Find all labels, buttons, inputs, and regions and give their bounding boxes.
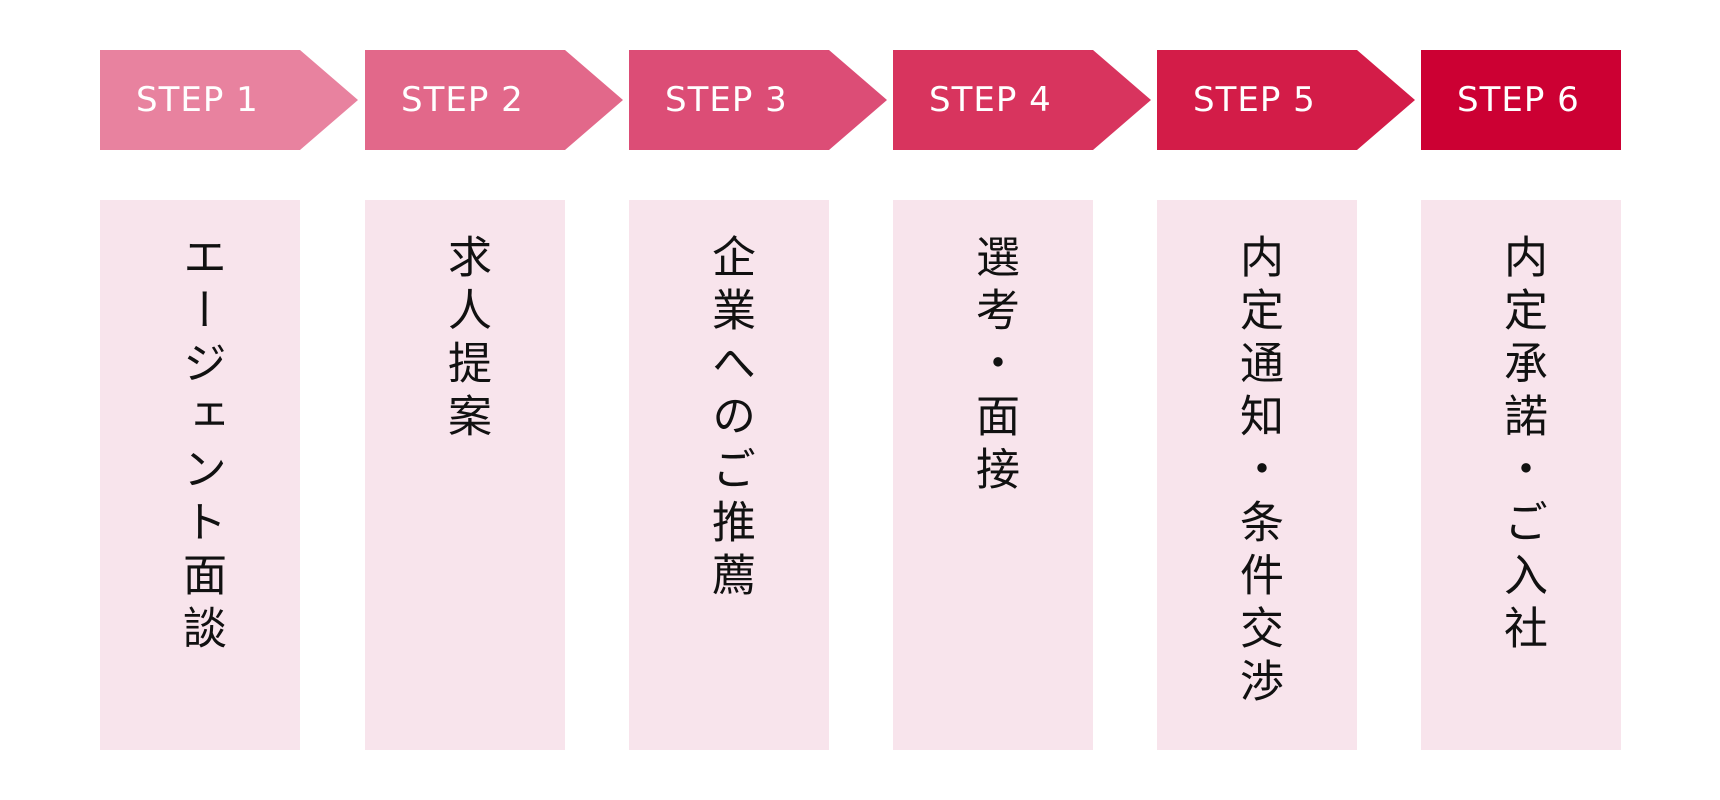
step-4: STEP 4 選考・面接 — [893, 0, 1158, 800]
step-3-label: STEP 3 — [665, 80, 788, 120]
step-3-text: 企業へのご推薦 — [704, 234, 755, 605]
step-5-text: 内定通知・条件交渉 — [1232, 234, 1283, 711]
step-3-panel: 企業へのご推薦 — [629, 200, 829, 750]
step-1-text: エージェント面談 — [175, 234, 226, 658]
step-2-label: STEP 2 — [401, 80, 524, 120]
step-4-text: 選考・面接 — [968, 234, 1019, 499]
step-4-label: STEP 4 — [929, 80, 1052, 120]
step-5-panel: 内定通知・条件交渉 — [1157, 200, 1357, 750]
step-2: STEP 2 求人提案 — [365, 0, 630, 800]
step-6: STEP 6 内定承諾・ご入社 — [1421, 0, 1686, 800]
step-1-panel: エージェント面談 — [100, 200, 300, 750]
step-5-label: STEP 5 — [1193, 80, 1316, 120]
step-3-arrow: STEP 3 — [629, 50, 887, 150]
step-6-arrow: STEP 6 — [1421, 50, 1621, 150]
step-3: STEP 3 企業へのご推薦 — [629, 0, 894, 800]
step-1: STEP 1 エージェント面談 — [100, 0, 365, 800]
step-1-label: STEP 1 — [136, 80, 259, 120]
step-6-panel: 内定承諾・ご入社 — [1421, 200, 1621, 750]
step-4-panel: 選考・面接 — [893, 200, 1093, 750]
step-5-arrow: STEP 5 — [1157, 50, 1415, 150]
step-6-label: STEP 6 — [1457, 80, 1580, 120]
step-4-arrow: STEP 4 — [893, 50, 1151, 150]
step-2-arrow: STEP 2 — [365, 50, 623, 150]
step-2-text: 求人提案 — [440, 234, 491, 446]
step-6-text: 内定承諾・ご入社 — [1496, 234, 1547, 658]
step-2-panel: 求人提案 — [365, 200, 565, 750]
step-5: STEP 5 内定通知・条件交渉 — [1157, 0, 1422, 800]
step-1-arrow: STEP 1 — [100, 50, 358, 150]
